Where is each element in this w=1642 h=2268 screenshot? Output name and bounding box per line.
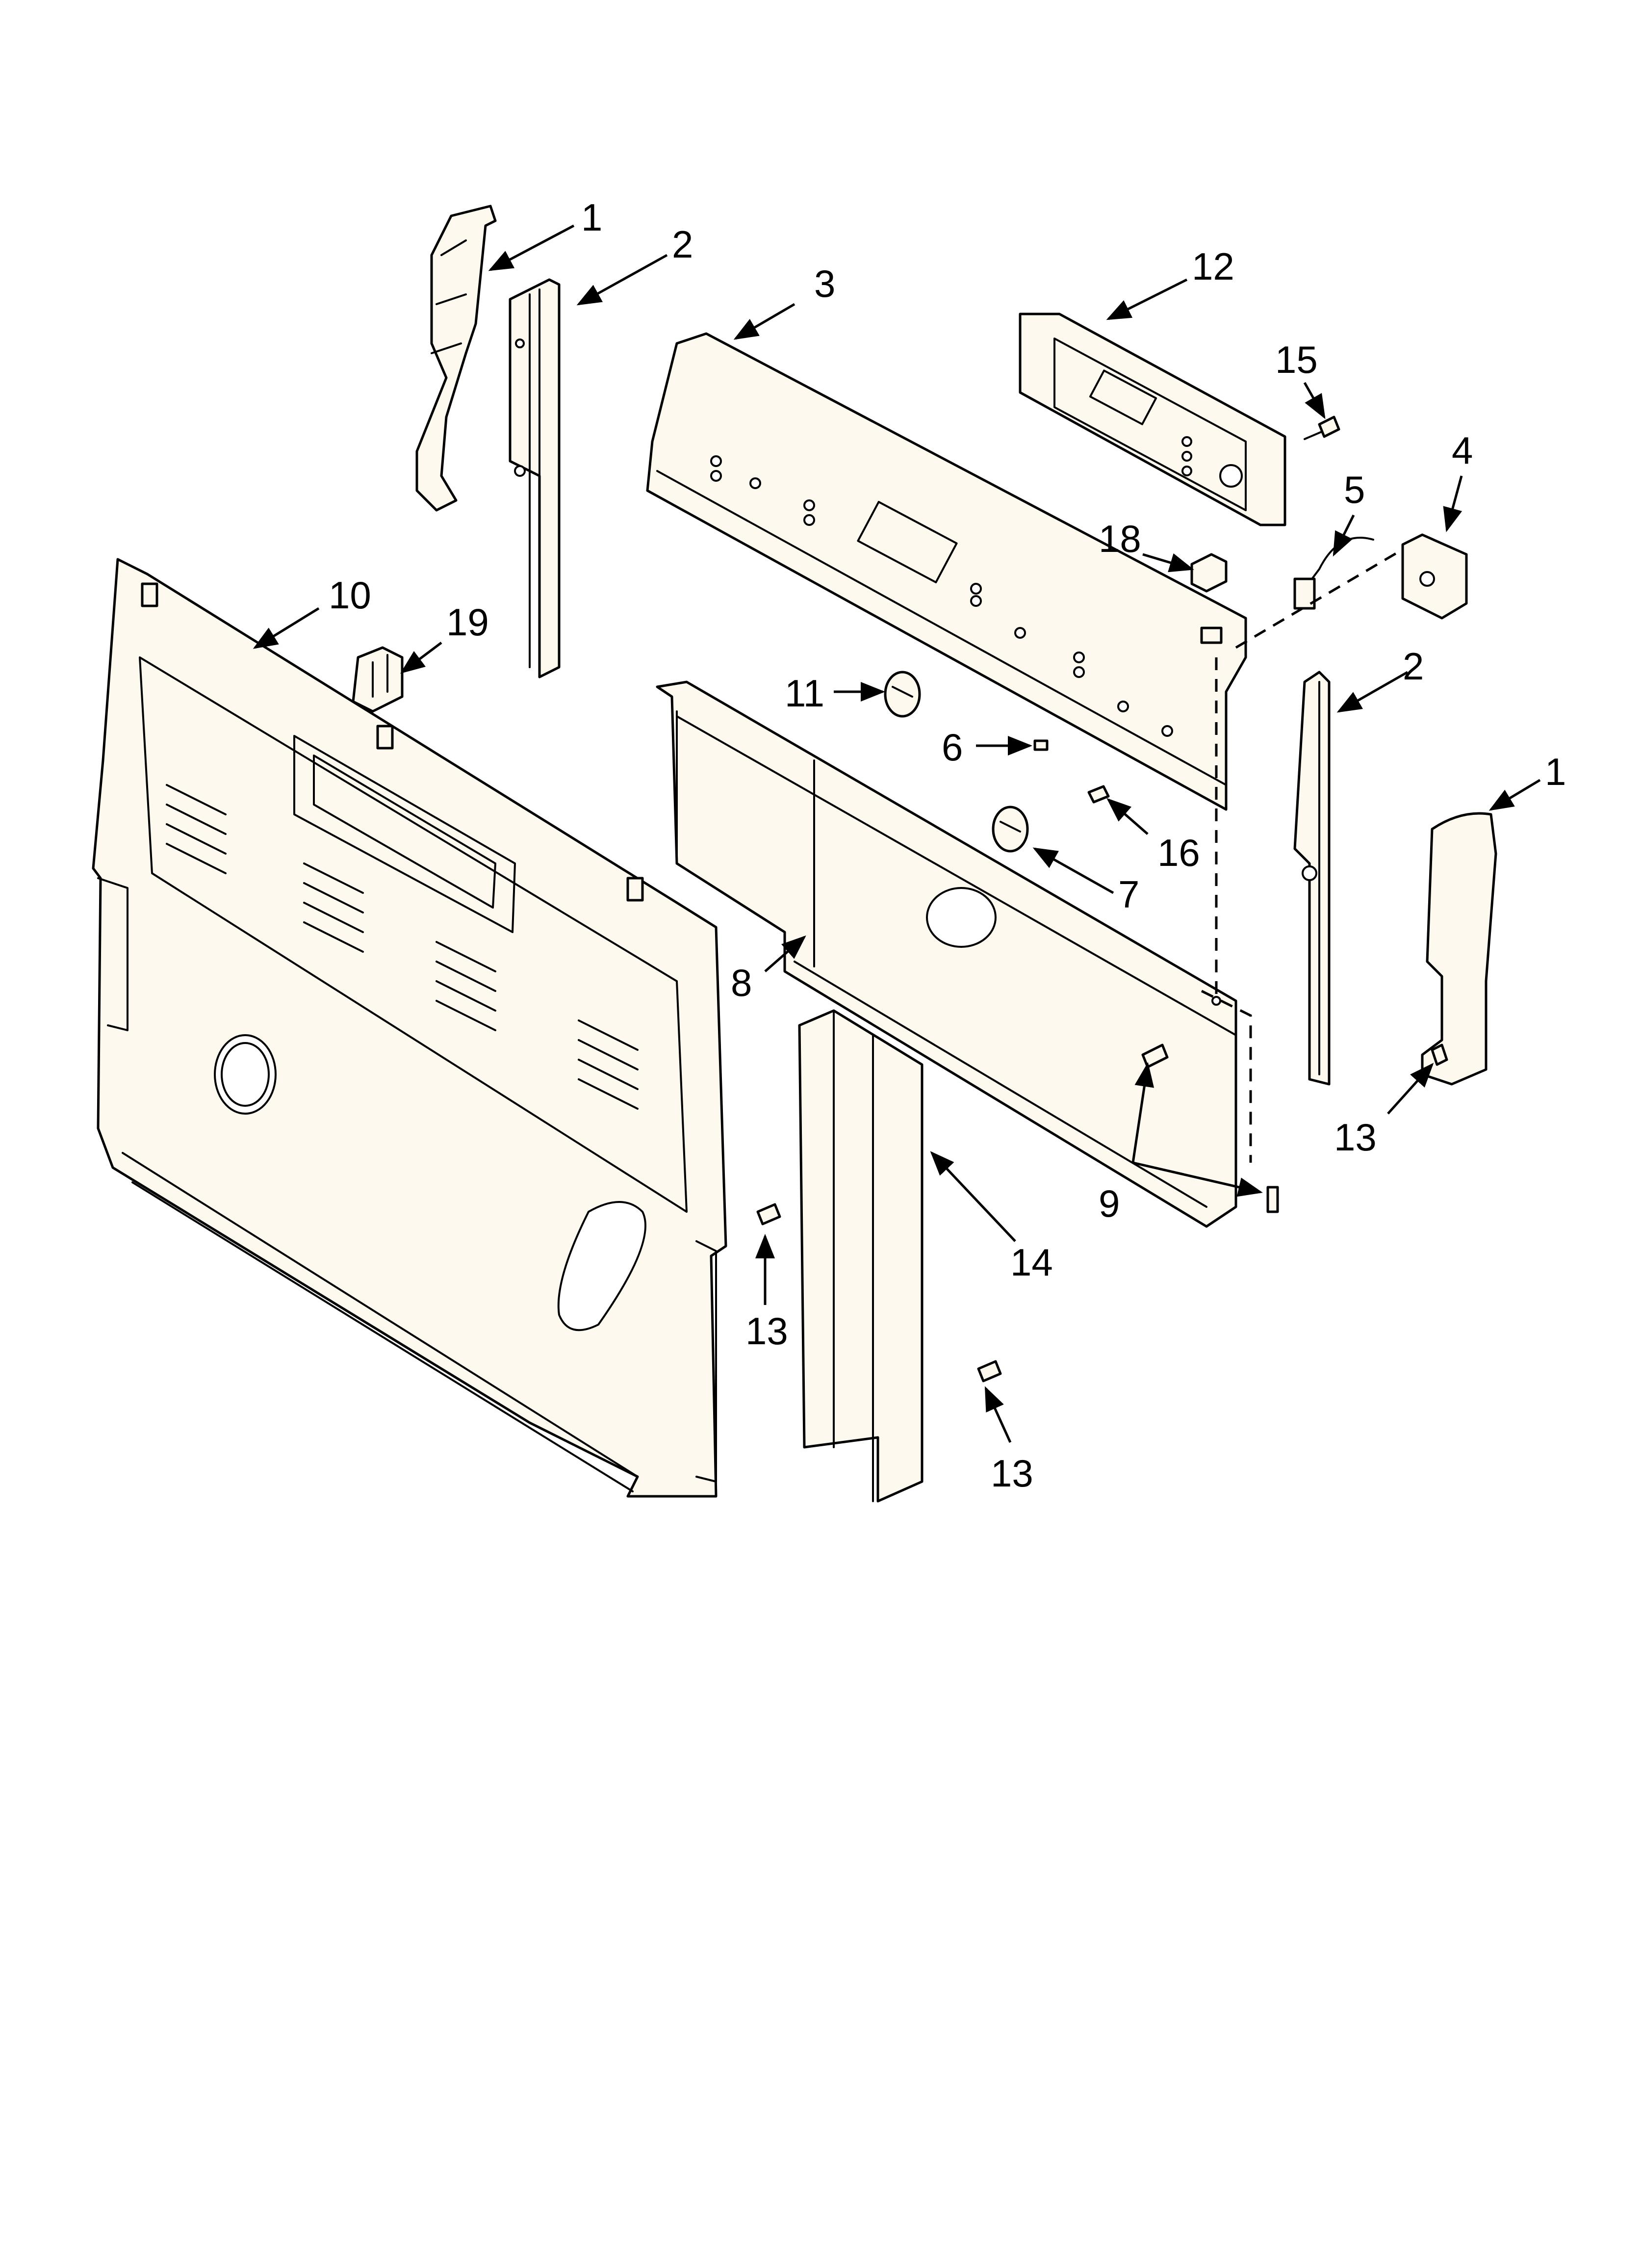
- side-bracket-part-2-left: [509, 278, 561, 678]
- callout-2b: 2: [1403, 645, 1424, 688]
- switch-part-18: [1190, 553, 1228, 593]
- callout-15: 15: [1275, 338, 1318, 381]
- backguard-part-8: [656, 680, 1237, 1228]
- screw-part-15: [1304, 416, 1340, 440]
- callout-8: 8: [731, 961, 752, 1004]
- clip-part-19: [352, 646, 404, 713]
- callout-4: 4: [1452, 429, 1473, 472]
- callout-1: 1: [581, 196, 602, 239]
- end-cap-part-1-right: [1421, 812, 1497, 1086]
- callout-16: 16: [1157, 831, 1200, 874]
- callout-13a: 13: [745, 1309, 788, 1353]
- side-bracket-part-2-right: [1293, 671, 1331, 1086]
- callout-7: 7: [1118, 873, 1139, 916]
- knob-part-7: [992, 806, 1029, 853]
- rear-panel-part-10: [92, 558, 727, 1498]
- screw-part-16: [1087, 785, 1110, 804]
- screw-part-13c: [1431, 1043, 1448, 1066]
- callout-13b: 13: [991, 1452, 1033, 1495]
- louvers: [166, 784, 639, 1110]
- display-board-part-12: [1019, 313, 1286, 526]
- harness-part-5: [1293, 537, 1374, 610]
- screw-part-6: [1033, 739, 1049, 751]
- callout-10: 10: [329, 574, 371, 617]
- callout-11: 11: [785, 672, 824, 715]
- callout-18: 18: [1099, 517, 1141, 560]
- leader-lines: [253, 224, 1541, 1443]
- callout-1b: 1: [1545, 750, 1566, 793]
- screw-part-9b: [1266, 1186, 1279, 1213]
- end-cap-part-1-left: [415, 205, 497, 512]
- callout-14: 14: [1010, 1241, 1053, 1284]
- bracket-part-14: [798, 1009, 924, 1503]
- callout-19: 19: [446, 600, 489, 644]
- callout-labels: 1 2 3 12 15 5 4 18 10 19 11 6 2 1 16 7 8…: [329, 196, 1566, 1495]
- callout-9: 9: [1099, 1182, 1120, 1225]
- callout-13c: 13: [1334, 1116, 1377, 1159]
- control-part-4: [1401, 533, 1468, 620]
- callout-2: 2: [672, 223, 693, 266]
- callout-3: 3: [814, 262, 835, 305]
- screw-part-13a: [756, 1203, 781, 1225]
- callout-6: 6: [942, 726, 963, 769]
- panel-holes: [710, 455, 1173, 737]
- control-panel-part-3: [646, 332, 1247, 811]
- screw-part-13b: [977, 1360, 1002, 1382]
- callout-5: 5: [1344, 468, 1365, 511]
- callout-12: 12: [1192, 245, 1234, 288]
- knob-part-11: [884, 671, 921, 718]
